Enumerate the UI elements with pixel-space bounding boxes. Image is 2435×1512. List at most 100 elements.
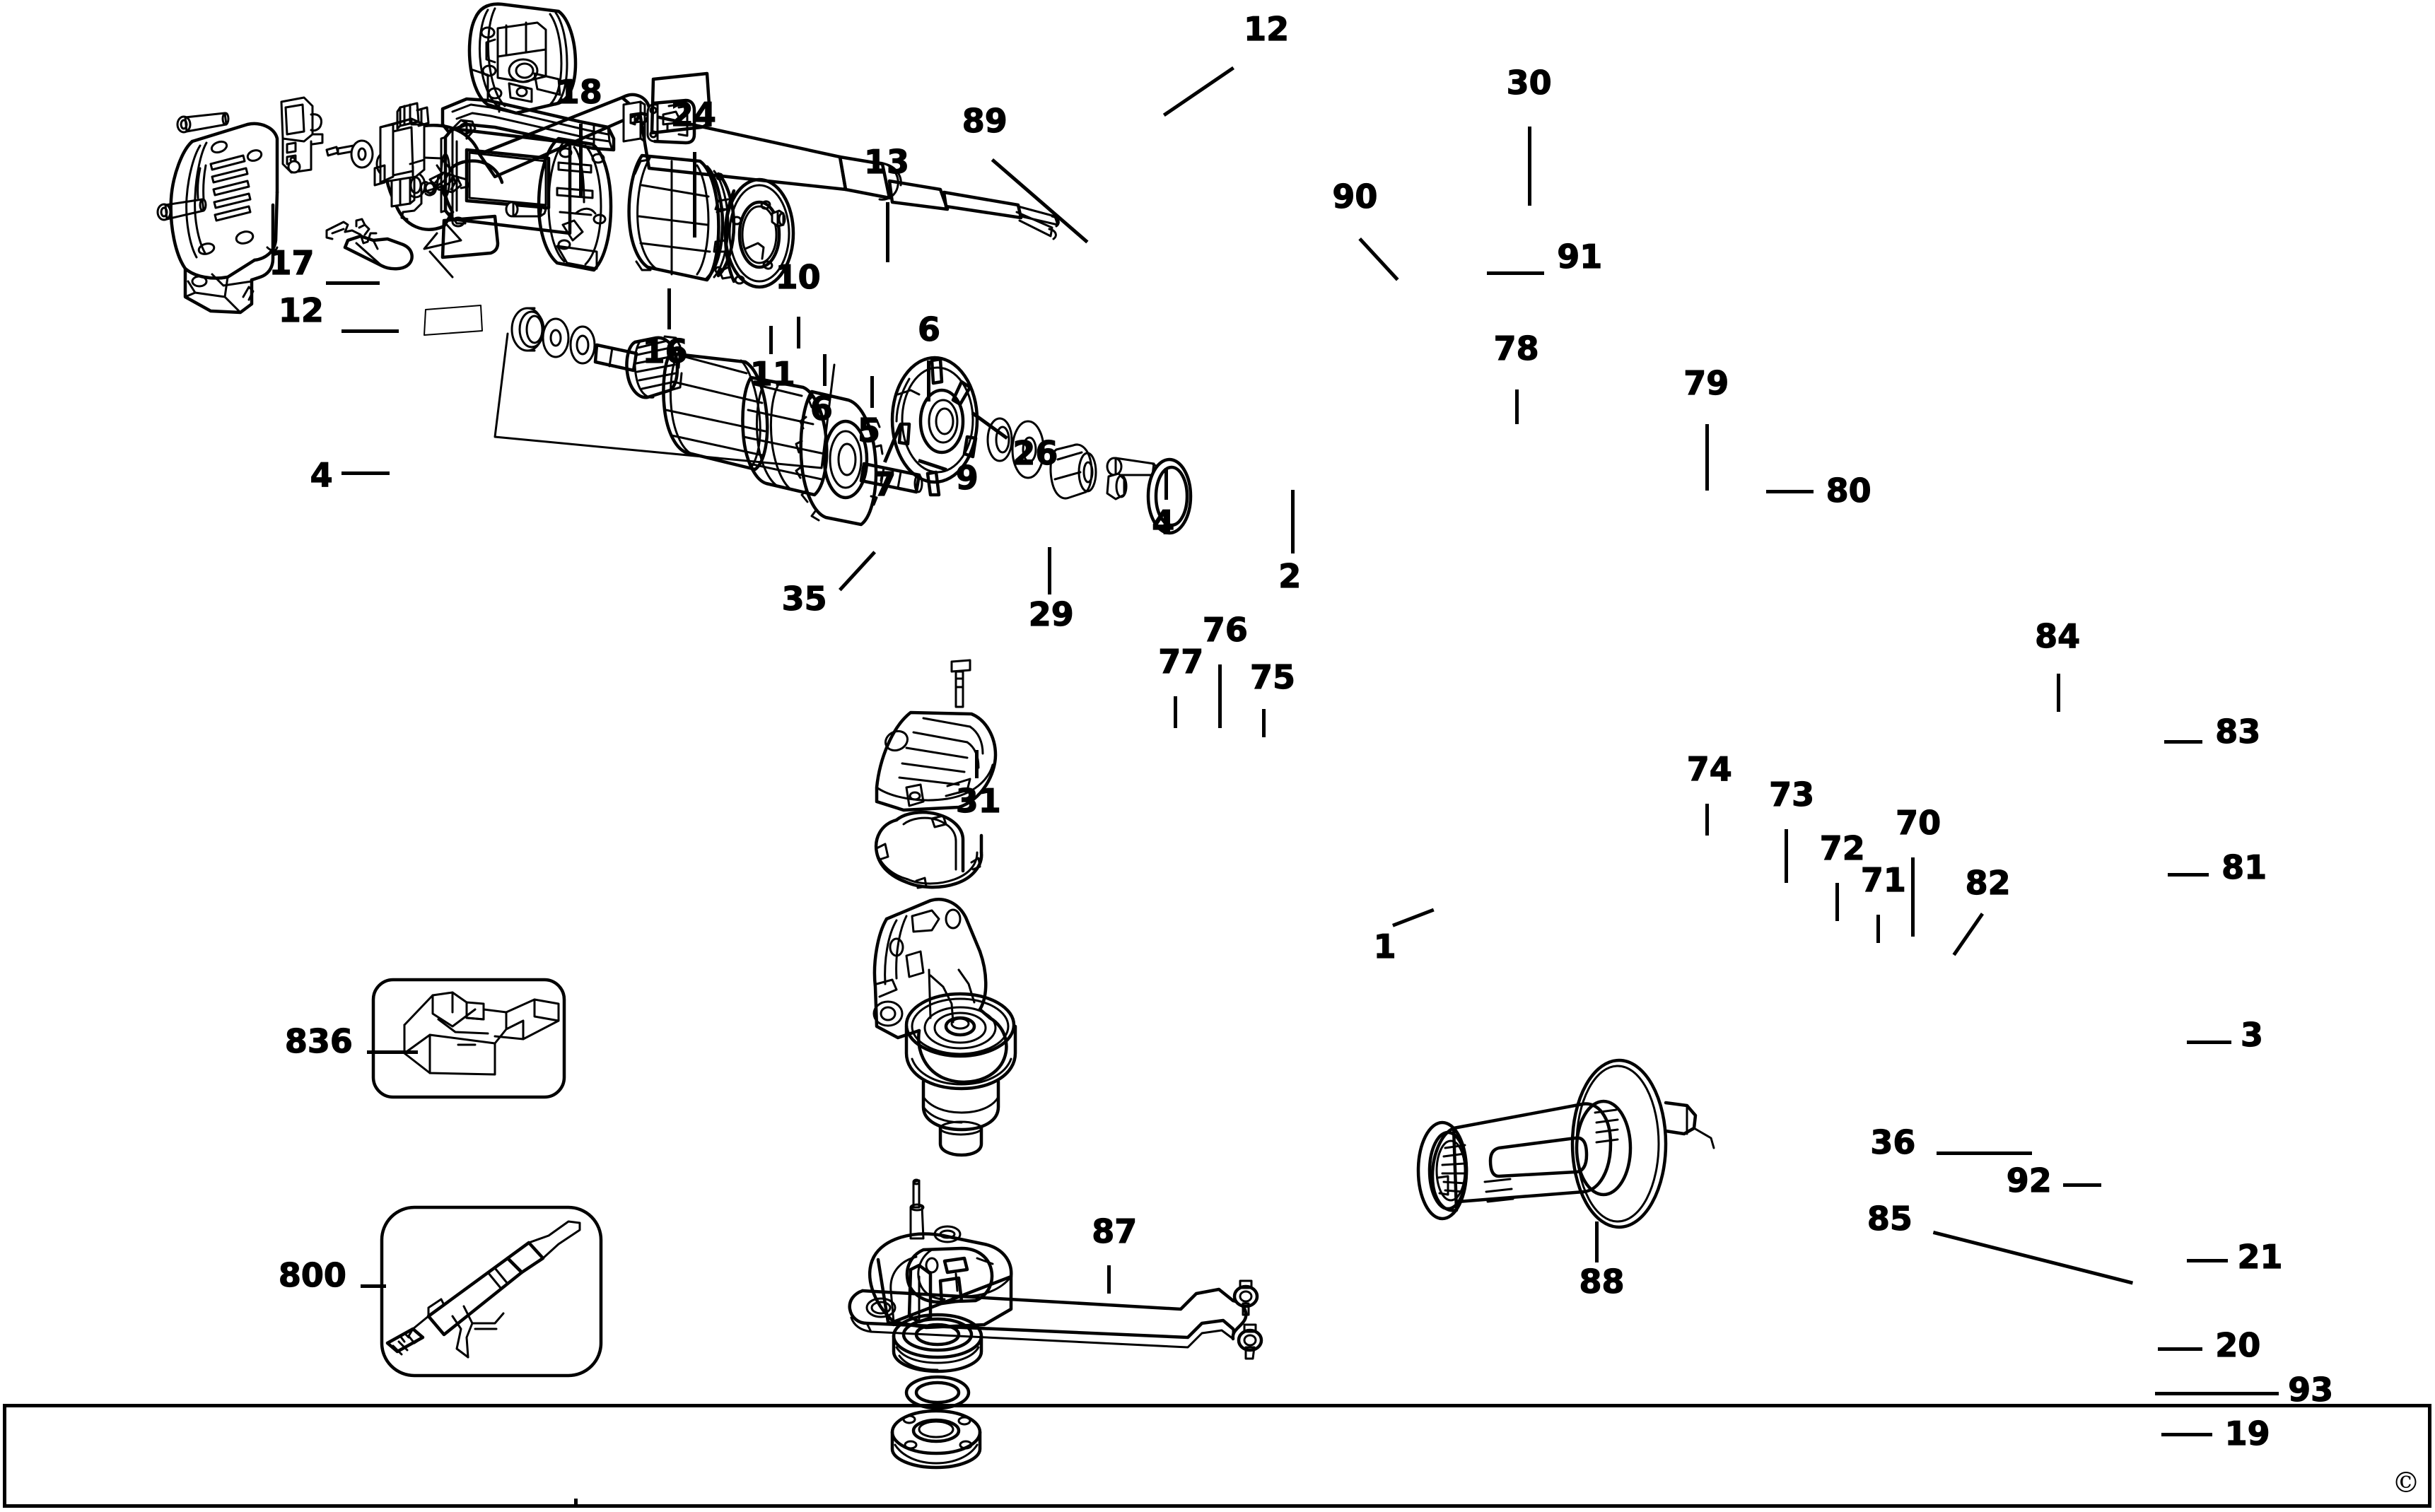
callout-leader-81: [2168, 872, 2209, 877]
part-87-spanner-wrench: [850, 1281, 1261, 1359]
callout-label-88: 88: [1579, 1262, 1625, 1301]
callout-label-17: 17: [269, 244, 315, 283]
callout-leader-2: [1291, 490, 1295, 554]
callout-label-87: 87: [1092, 1212, 1138, 1250]
callout-label-83: 83: [2215, 712, 2261, 751]
callout-leader-77: [1174, 696, 1178, 728]
part-17-screw: [177, 113, 228, 132]
callout-leader-76: [1218, 664, 1222, 728]
callout-label-800: 800: [278, 1256, 346, 1295]
callout-label-3: 3: [2240, 1016, 2264, 1055]
callout-leader-10: [797, 316, 801, 348]
callout-label-12l: 12: [278, 291, 324, 330]
part-20-clamp-nut: [894, 1315, 981, 1371]
callout-label-77: 77: [1158, 643, 1204, 681]
frame-column-divider: [574, 1499, 578, 1508]
callout-label-12t: 12: [1243, 9, 1290, 48]
callout-leader-18: [578, 123, 583, 198]
part-29-nameplate-label: [443, 216, 498, 257]
callout-leader-91: [1487, 271, 1545, 276]
copyright-icon: ©: [2392, 1467, 2420, 1499]
callout-leader-80: [1765, 490, 1814, 494]
part-80-screw: [772, 211, 785, 226]
callout-label-73: 73: [1768, 775, 1815, 814]
callout-label-7: 7: [873, 465, 897, 504]
callout-label-31: 31: [955, 782, 1001, 821]
callout-label-18: 18: [556, 73, 602, 112]
callout-label-78: 78: [1493, 329, 1539, 368]
callout-leader-6b: [822, 354, 827, 387]
callout-label-72: 72: [1819, 829, 1865, 868]
callout-leader-800: [361, 1284, 387, 1289]
callout-label-79: 79: [1683, 364, 1729, 403]
callout-leader-29: [1047, 547, 1051, 595]
callout-leader-21: [2186, 1258, 2229, 1262]
frame-bottom-border: [3, 1504, 2431, 1508]
part-75-washer: [571, 327, 595, 363]
callout-leader-13: [885, 202, 889, 263]
callout-label-4b: 4: [1152, 503, 1175, 542]
callout-label-85: 85: [1867, 1199, 1913, 1238]
callout-leader-72: [1835, 882, 1839, 921]
part-13-switch: [375, 103, 428, 185]
callout-leader-17: [326, 281, 380, 286]
callout-label-5: 5: [857, 411, 880, 450]
callout-label-19: 19: [2224, 1414, 2270, 1453]
callout-leader-16: [667, 288, 672, 329]
callout-label-4a: 4: [310, 456, 333, 495]
callout-label-71: 71: [1860, 860, 1906, 899]
part-76-washer: [543, 319, 568, 357]
callout-label-81: 81: [2221, 848, 2267, 887]
part-71-bearing-sleeve: [1051, 445, 1096, 498]
callout-leader-87: [1107, 1265, 1111, 1294]
part-12-housing-top: [469, 4, 576, 113]
part-36-spindle-lock-pin: [911, 1180, 923, 1238]
callout-label-16: 16: [642, 332, 688, 371]
part-70-retaining-nut: [1107, 474, 1126, 499]
callout-label-91: 91: [1557, 238, 1603, 276]
callout-label-24: 24: [670, 95, 716, 134]
callout-leader-24: [692, 151, 696, 238]
part-836-carton-packaging: [373, 980, 564, 1097]
part-82-o-ring: [1148, 459, 1191, 533]
callout-label-2: 2: [1278, 557, 1302, 596]
callout-label-30: 30: [1506, 63, 1552, 102]
part-93-washer: [906, 1377, 969, 1408]
part-2-motor-end-cap-bracket: [539, 139, 611, 270]
frame-top-rule: [3, 1404, 2431, 1407]
callout-label-74: 74: [1686, 750, 1732, 789]
callout-leader-79: [1705, 423, 1710, 491]
callout-label-6b: 6: [810, 389, 833, 428]
callout-label-70: 70: [1896, 804, 1941, 843]
callout-leader-11: [769, 326, 773, 355]
callout-leader-5: [870, 376, 874, 409]
callout-label-11: 11: [749, 354, 795, 393]
callout-label-6a: 6: [917, 310, 941, 349]
part-24-power-cord: [944, 192, 1058, 239]
callout-leader-84: [2056, 674, 2060, 713]
callout-leader-31: [974, 749, 979, 779]
callout-leader-74: [1705, 803, 1710, 836]
callout-leader-20: [2158, 1347, 2203, 1352]
callout-label-93: 93: [2288, 1370, 2334, 1409]
callout-label-26: 26: [1012, 433, 1058, 472]
callout-leader-3: [2186, 1041, 2231, 1045]
part-4-screw-left: [158, 199, 206, 220]
part-11-screw: [327, 146, 354, 156]
callout-leader-30: [1528, 127, 1532, 206]
callout-leader-70: [1910, 857, 1915, 937]
callout-label-84: 84: [2034, 617, 2081, 656]
frame-right-border: [2428, 1404, 2431, 1507]
callout-leader-93: [2155, 1391, 2279, 1395]
callout-leader-19: [2161, 1433, 2212, 1437]
callout-label-1: 1: [1373, 927, 1396, 966]
part-77-ball-bearing: [512, 308, 544, 351]
callout-label-10: 10: [775, 258, 821, 297]
callout-label-92: 92: [2006, 1161, 2052, 1200]
callout-label-76: 76: [1202, 611, 1248, 650]
part-35-switch-paddle-lever: [327, 219, 412, 269]
callout-leader-4b: [1164, 468, 1169, 500]
callout-leader-36: [1937, 1151, 2032, 1156]
part-16-cord-clamp: [281, 98, 322, 172]
